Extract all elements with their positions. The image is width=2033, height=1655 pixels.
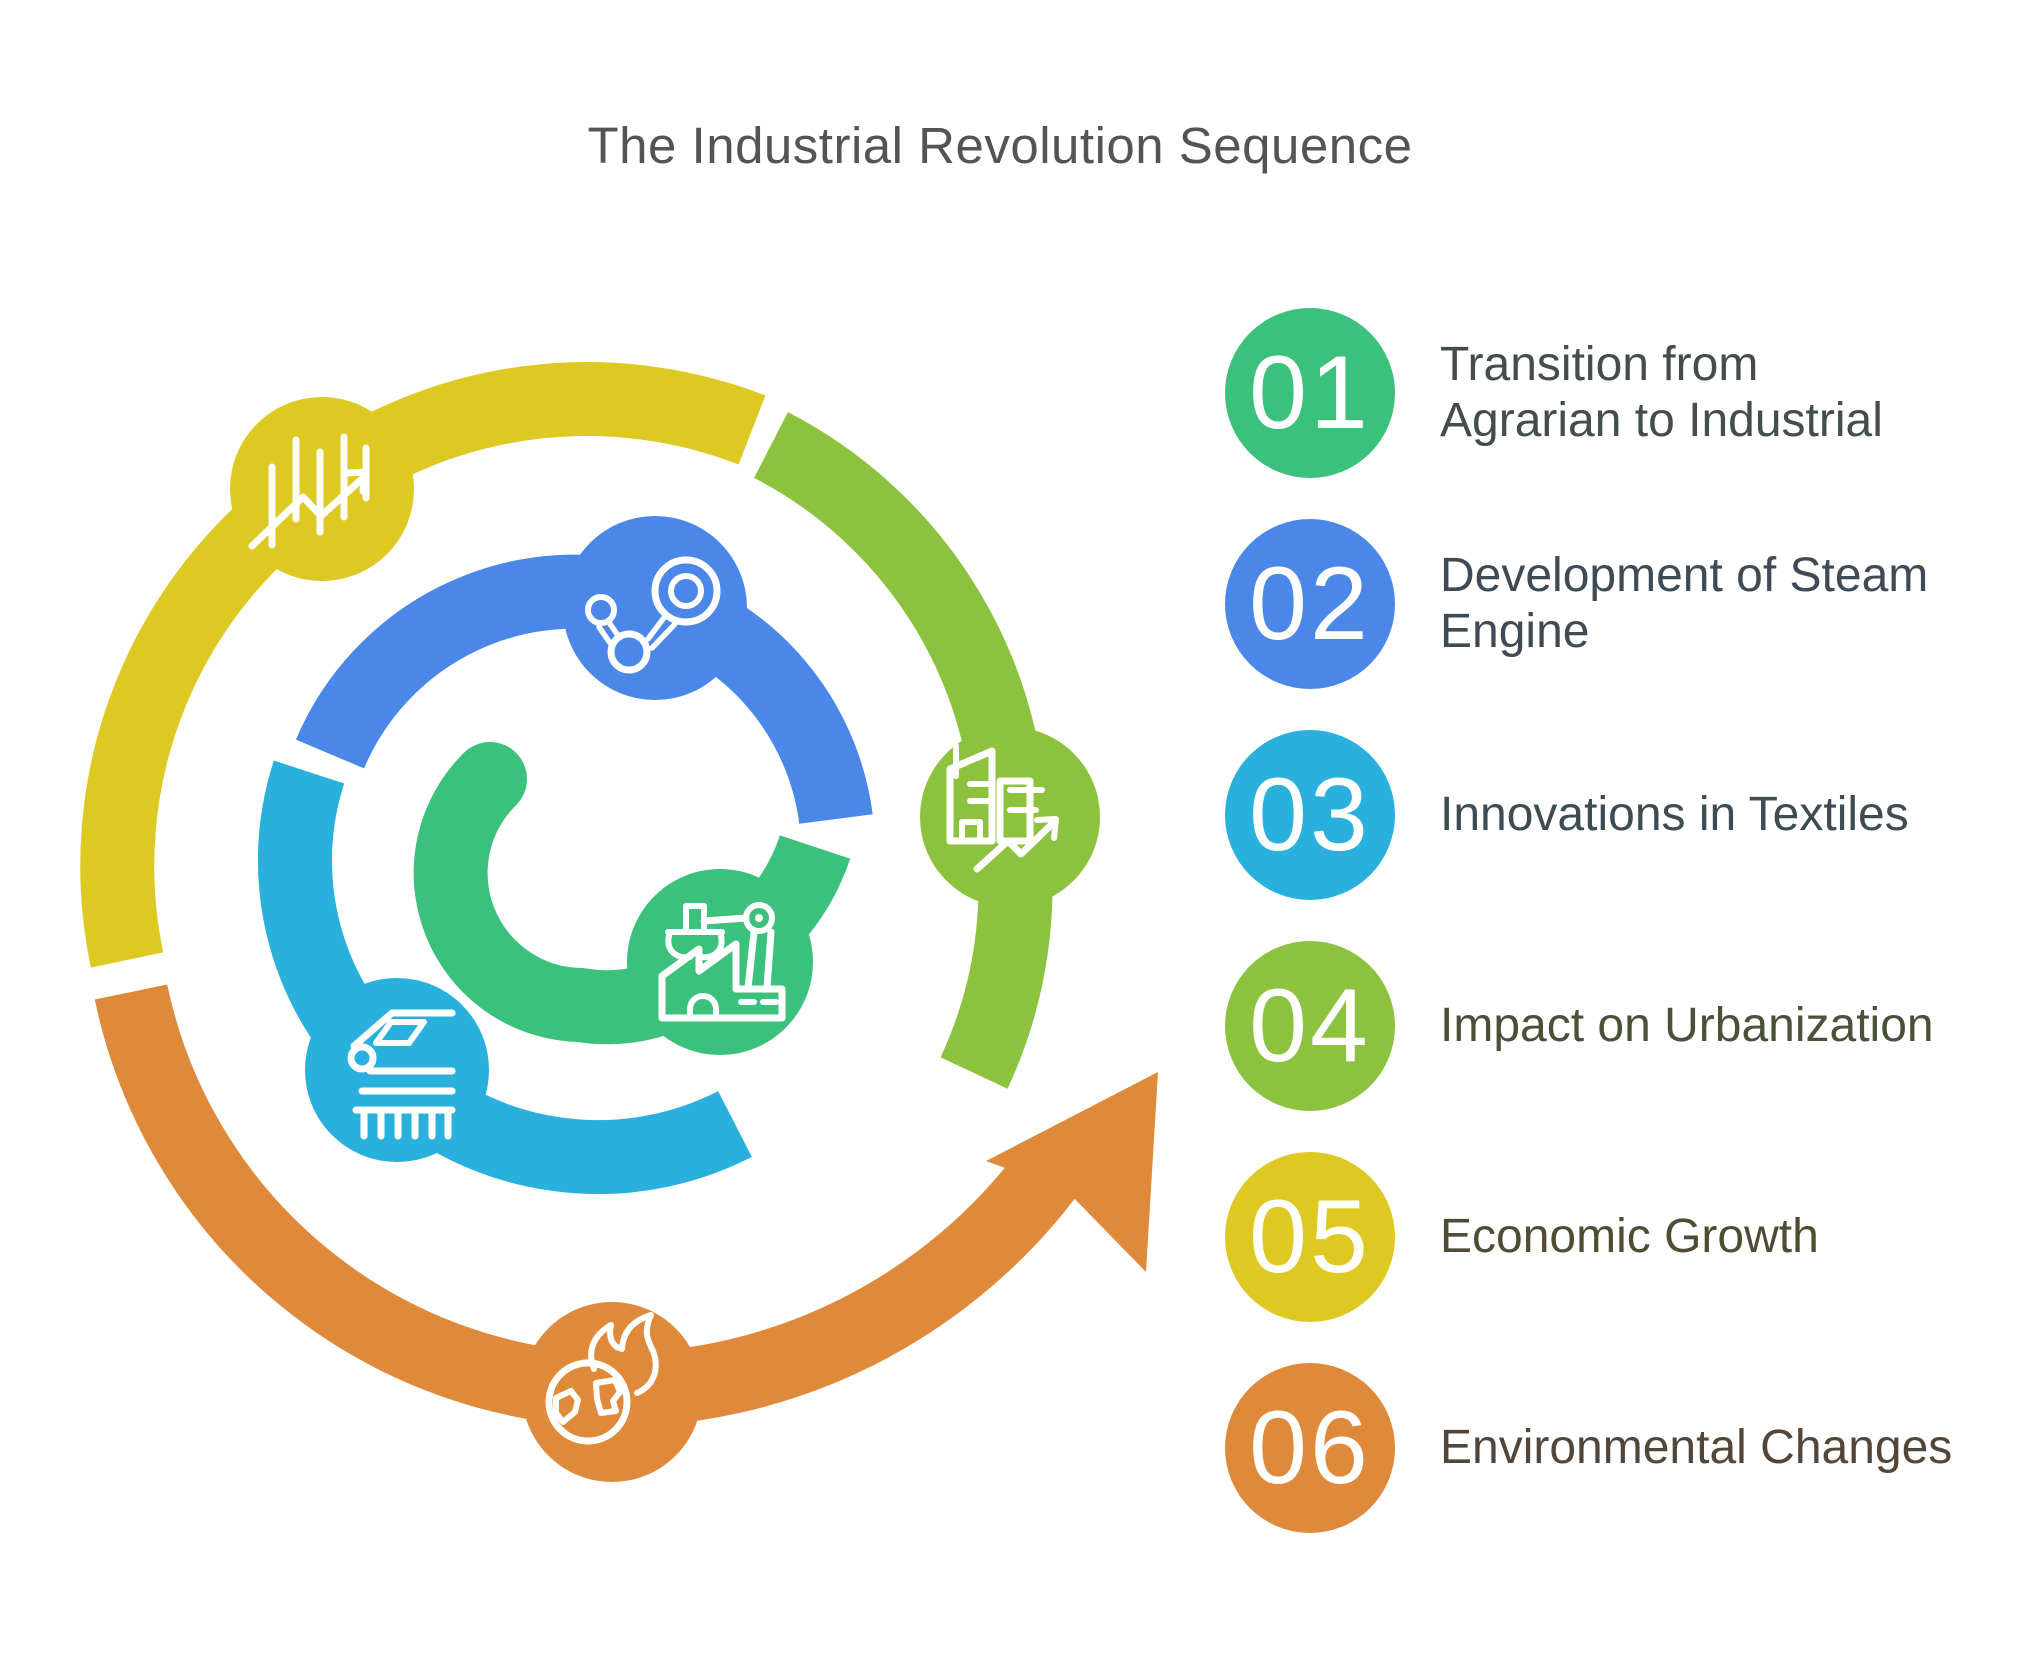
- step-item-06: 06 Environmental Changes: [1225, 1363, 2015, 1533]
- step-item-01: 01 Transition from Agrarian to Industria…: [1225, 308, 2015, 478]
- step-label-line: Innovations in Textiles: [1440, 788, 1909, 841]
- step-number-badge: 05: [1225, 1152, 1395, 1322]
- step-label: Innovations in Textiles: [1440, 787, 1909, 843]
- step-number-badge: 02: [1225, 519, 1395, 689]
- step-number-badge: 01: [1225, 308, 1395, 478]
- step-label-line: Economic Growth: [1440, 1210, 1819, 1263]
- step-label-line: Development of Steam: [1440, 549, 1929, 602]
- train-icon: [347, 1009, 456, 1140]
- step-item-05: 05 Economic Growth: [1225, 1152, 2015, 1322]
- step-label-line: Environmental Changes: [1440, 1421, 1953, 1474]
- factory-robot-arm-icon: [658, 902, 786, 1022]
- burning-globe-icon: [545, 1312, 659, 1445]
- step-number-badge: 03: [1225, 730, 1395, 900]
- page-title: The Industrial Revolution Sequence: [587, 117, 1413, 174]
- factory-robot-arm-icon-circle: [627, 869, 813, 1055]
- step-label: Impact on Urbanization: [1440, 998, 1934, 1054]
- step-label-line: Impact on Urbanization: [1440, 999, 1934, 1052]
- step-label-line: Engine: [1440, 605, 1590, 658]
- step-label-line: Agrarian to Industrial: [1440, 394, 1883, 447]
- step-label: Environmental Changes: [1440, 1420, 1952, 1476]
- step-label: Economic Growth: [1440, 1209, 1819, 1265]
- building-growth-icon: [946, 743, 1059, 873]
- building-growth-icon-circle: [920, 727, 1100, 907]
- step-number-badge: 04: [1225, 941, 1395, 1111]
- spiral-sequence-diagram: [80, 362, 1158, 1482]
- steam-engine-icon: [585, 556, 721, 674]
- growth-chart-icon: [248, 433, 370, 550]
- step-item-04: 04 Impact on Urbanization: [1225, 941, 2015, 1111]
- spiral-arrowhead: [986, 1072, 1158, 1272]
- step-item-02: 02 Development of Steam Engine: [1225, 519, 2015, 689]
- step-label: Development of Steam Engine: [1440, 548, 1928, 660]
- step-label: Transition from Agrarian to Industrial: [1440, 337, 1883, 449]
- step-label-line: Transition from: [1440, 338, 1759, 391]
- step-item-03: 03 Innovations in Textiles: [1225, 730, 2015, 900]
- step-number-badge: 06: [1225, 1363, 1395, 1533]
